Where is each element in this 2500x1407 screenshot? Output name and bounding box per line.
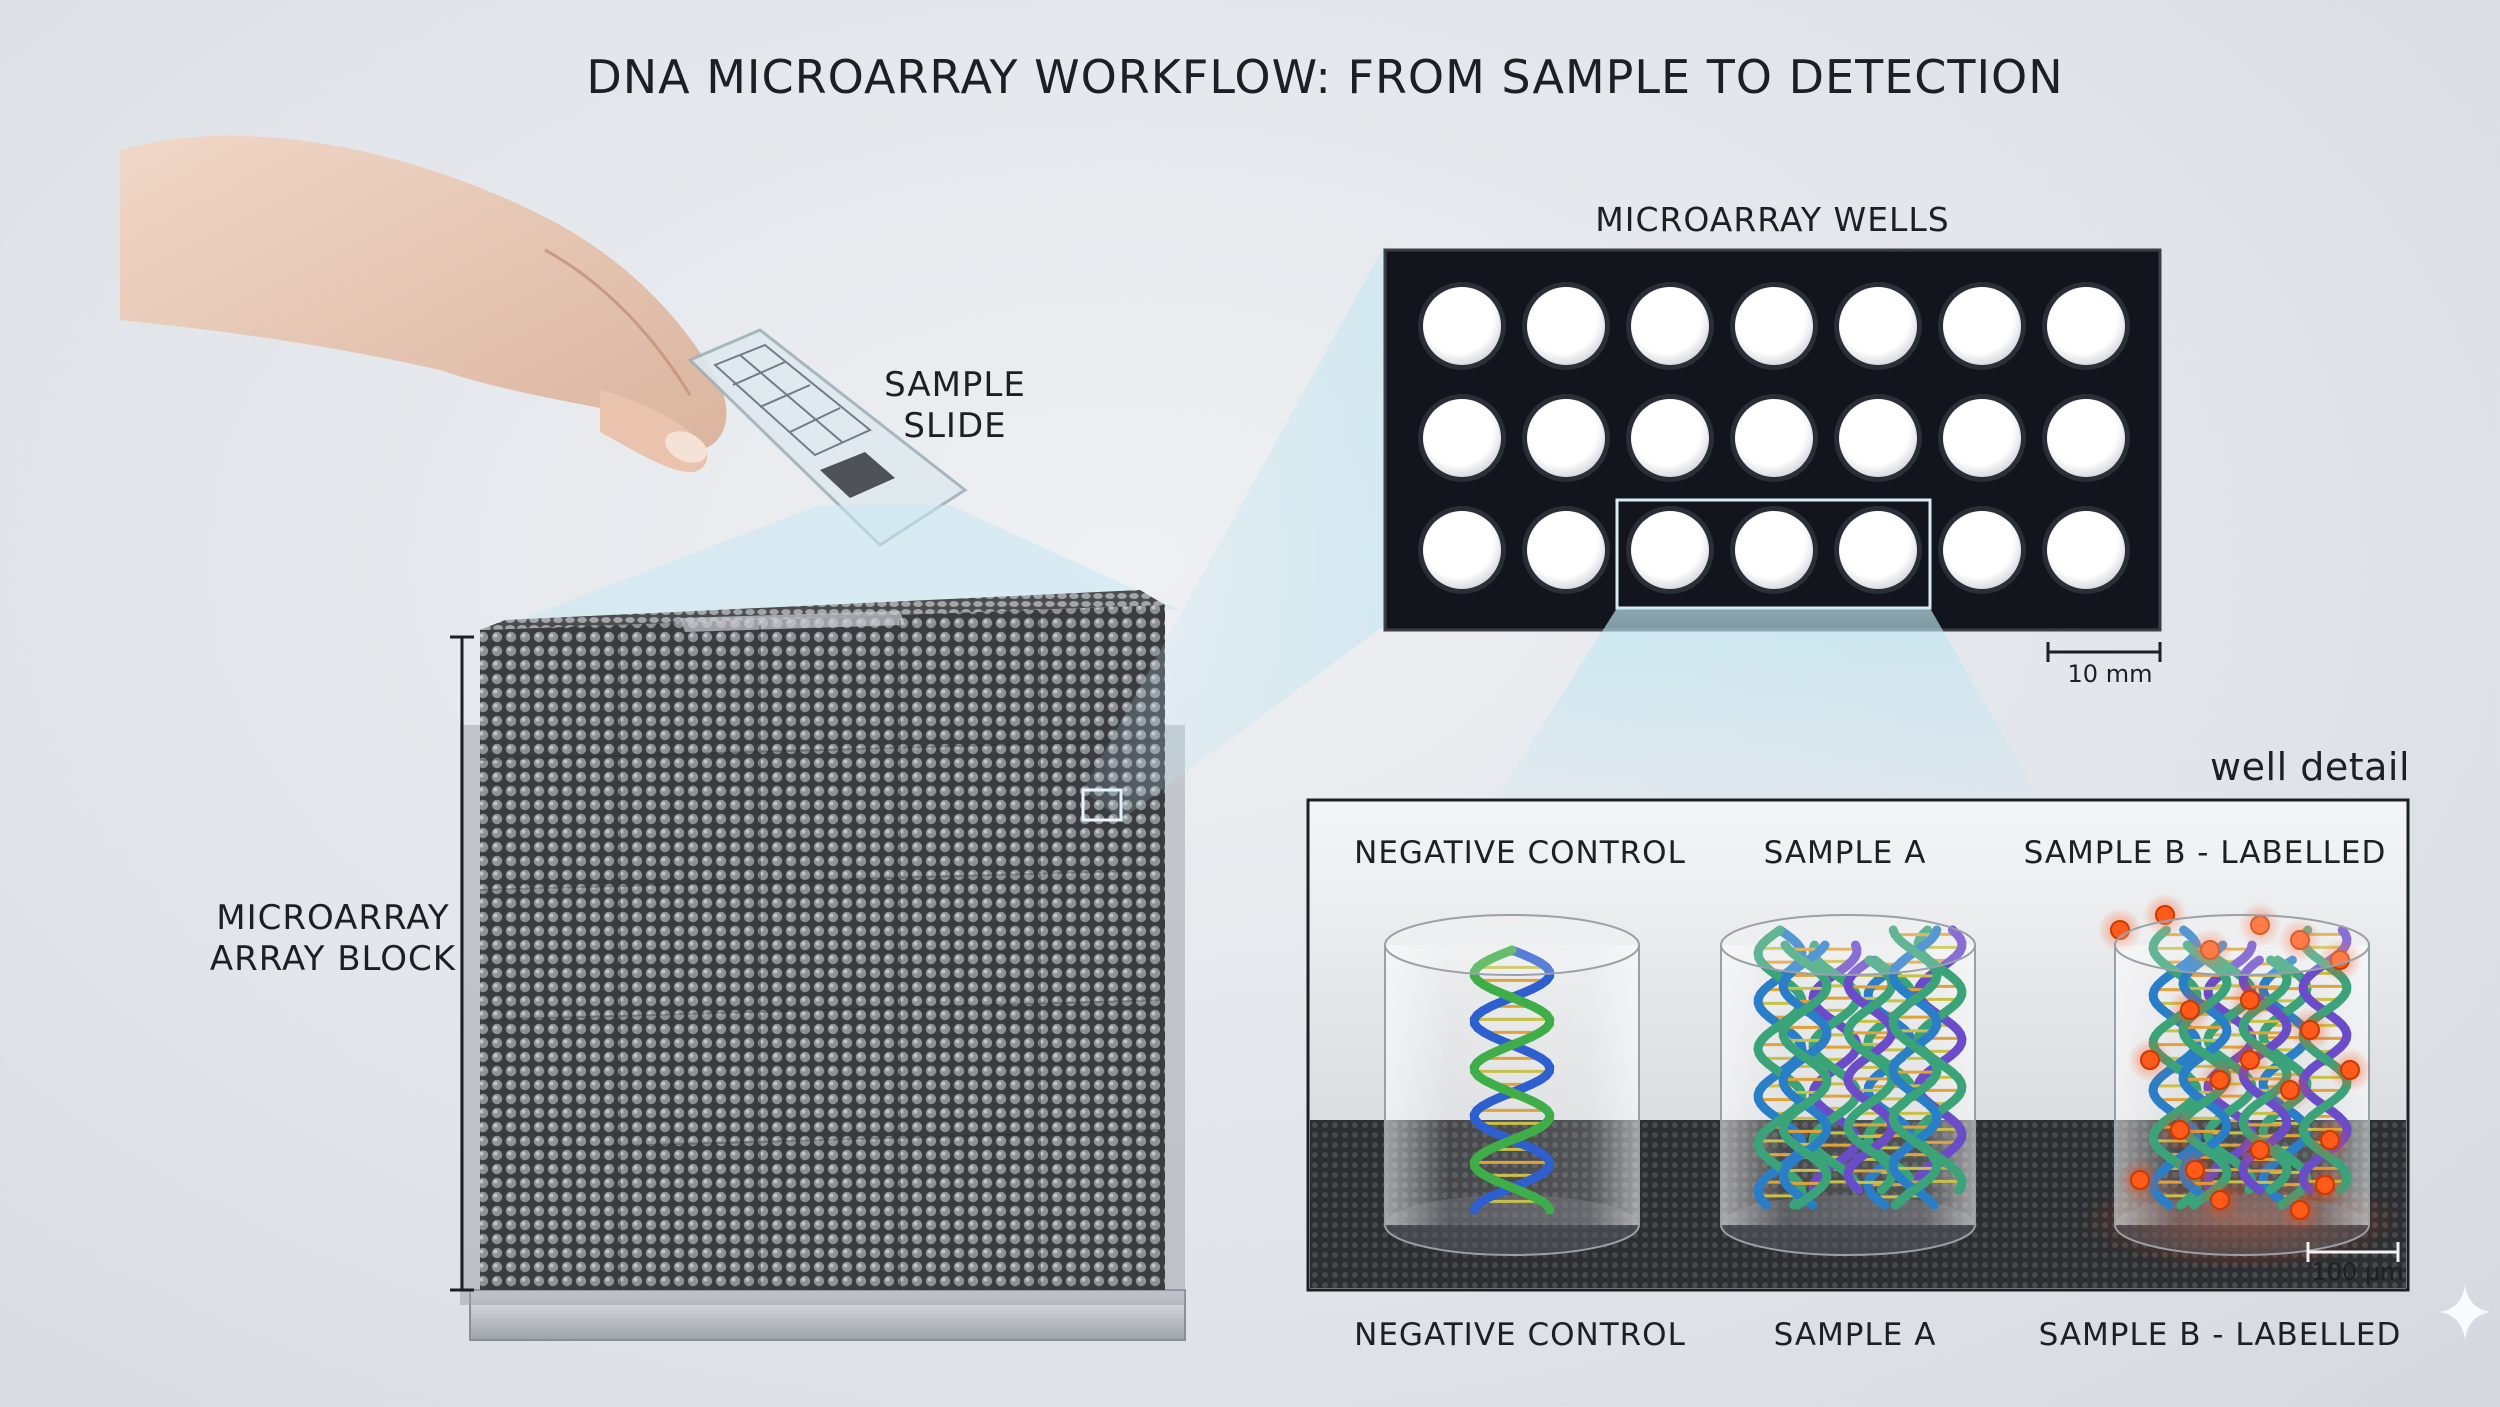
well: [1943, 399, 2021, 477]
sample-slide-label-line1: SAMPLE: [884, 365, 1026, 405]
fluorescent-label: [2290, 930, 2310, 950]
zoom-beam-detail: [1495, 608, 2040, 800]
well: [1631, 399, 1709, 477]
fluorescent-label: [2240, 990, 2260, 1010]
well: [1943, 287, 2021, 365]
dna-strand: [1469, 945, 1555, 1215]
dna-helix: [1778, 940, 1832, 1210]
fluorescent-label: [2315, 1175, 2335, 1195]
microarray-block: [460, 590, 1186, 1341]
cylinder-rim: [1720, 914, 1976, 976]
microarray-wells-panel: [1383, 248, 2162, 632]
fluorescent-label: [2185, 1160, 2205, 1180]
sample-slide-label-line2: SLIDE: [903, 406, 1007, 446]
well: [1735, 511, 1813, 589]
well: [1423, 399, 1501, 477]
well: [1527, 399, 1605, 477]
page-title: DNA MICROARRAY WORKFLOW: FROM SAMPLE TO …: [586, 50, 2064, 104]
well: [1527, 287, 1605, 365]
column-bottom-label-sample-a: SAMPLE A: [1773, 1317, 1937, 1353]
fluorescent-label: [2210, 1070, 2230, 1090]
column-bottom-label-sample-b: SAMPLE B - LABELLED: [2038, 1317, 2402, 1353]
sample-slide-label: SAMPLE SLIDE: [855, 365, 1055, 447]
fluorescent-label: [2320, 1130, 2340, 1150]
fluorescent-label: [2140, 1050, 2160, 1070]
array-block-label: MICROARRAY ARRAY BLOCK: [188, 898, 478, 980]
well: [1735, 399, 1813, 477]
dna-strand: [1778, 940, 1832, 1210]
well: [2047, 287, 2125, 365]
dna-strand: [1888, 925, 1942, 1210]
well-detail-title: well detail: [2210, 745, 2410, 789]
well: [1631, 287, 1709, 365]
well: [1631, 511, 1709, 589]
fluorescent-label: [2130, 1170, 2150, 1190]
wells-grid: [1418, 282, 2130, 594]
cylinder-rim: [1384, 914, 1640, 976]
dna-strand: [1778, 940, 1832, 1210]
scale-100um-label: 100 µm: [2311, 1258, 2404, 1286]
sample-slide: [687, 328, 968, 547]
array-block-label-line2: ARRAY BLOCK: [209, 939, 457, 979]
well: [1839, 511, 1917, 589]
glass-well-cylinder: [1384, 945, 1640, 1256]
column-top-label-sample-a: SAMPLE A: [1763, 835, 1927, 871]
fluorescent-label: [2240, 1050, 2260, 1070]
well: [1423, 511, 1501, 589]
dna-strand: [1888, 925, 1942, 1210]
fluorescent-label: [2170, 1120, 2190, 1140]
well: [1839, 287, 1917, 365]
block-dimension-bar: [450, 635, 474, 1292]
dna-helix: [1888, 925, 1942, 1210]
well: [1943, 511, 2021, 589]
column-top-label-negative-control: NEGATIVE CONTROL: [1354, 835, 1686, 871]
cylinder-edge: [1384, 1224, 1640, 1256]
array-block-label-line1: MICROARRAY: [216, 898, 450, 938]
dna-strand: [1753, 925, 1807, 1210]
zoom-beam-wells: [1083, 245, 1385, 820]
well: [2047, 399, 2125, 477]
fluorescent-label: [2340, 1060, 2360, 1080]
cylinder-edge: [2114, 1224, 2370, 1256]
fluorescent-label: [2200, 940, 2220, 960]
column-top-label-sample-b: SAMPLE B - LABELLED: [2023, 835, 2387, 871]
well: [1527, 511, 1605, 589]
hand-illustration: [120, 135, 727, 473]
fluorescent-label: [2210, 1190, 2230, 1210]
fluorescent-label: [2250, 1140, 2270, 1160]
dna-helix: [1469, 945, 1555, 1215]
well: [1839, 399, 1917, 477]
fluorescent-label: [2280, 1080, 2300, 1100]
well: [1423, 287, 1501, 365]
fluorescent-label: [2180, 1000, 2200, 1020]
scale-bar-100um: [2306, 1242, 2400, 1262]
fluorescent-label: [2290, 1200, 2310, 1220]
scale-10mm-label: 10 mm: [2067, 660, 2153, 688]
fluorescent-label: [2300, 1020, 2320, 1040]
column-bottom-label-negative-control: NEGATIVE CONTROL: [1354, 1317, 1686, 1353]
well: [2047, 511, 2125, 589]
wells-panel-title: MICROARRAY WELLS: [1595, 200, 1950, 239]
sparkle-icon: [2440, 1285, 2490, 1340]
well: [1735, 287, 1813, 365]
scale-bar-10mm: [2046, 642, 2162, 662]
dna-helix: [1843, 955, 1897, 1195]
cylinder-edge: [1720, 1224, 1976, 1256]
dna-strand: [1469, 945, 1555, 1215]
well-cylinders: [1384, 893, 2372, 1256]
cylinder-rim: [2114, 914, 2370, 976]
